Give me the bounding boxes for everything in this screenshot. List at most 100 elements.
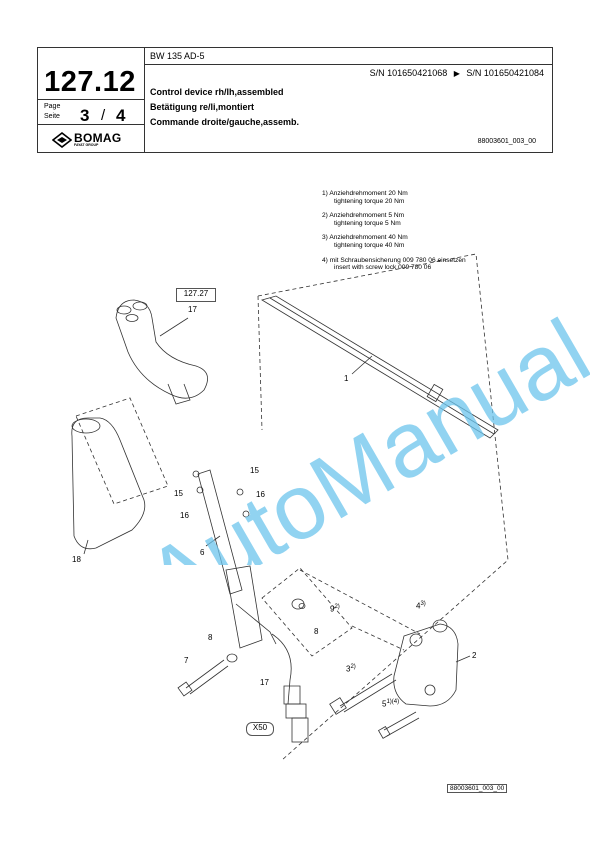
- screw-part: [236, 488, 244, 496]
- callout-3-note: 2): [350, 664, 356, 670]
- shaft-part: [261, 295, 499, 439]
- callout-16: 16: [180, 511, 189, 520]
- washer-outline: [261, 567, 353, 657]
- leader-line: [351, 355, 373, 375]
- header-rule: [38, 124, 144, 125]
- note-item: 4) mit Schraubensicherung 009 780 06 ein…: [322, 257, 466, 272]
- joystick-stem: [167, 383, 191, 405]
- note-item: 3) Anziehdrehmoment 40 Nm tightening tor…: [322, 234, 466, 249]
- note-english: insert with screw lock 009 780 06: [334, 264, 432, 272]
- nut-hole: [298, 603, 306, 609]
- footer-document-id: 88003601_003_00: [447, 784, 508, 793]
- header-rule: [38, 99, 144, 100]
- header-rule: [145, 64, 553, 65]
- lever-arm: [235, 603, 277, 645]
- callout-16: 16: [256, 490, 265, 499]
- connector-plug: [285, 703, 307, 719]
- callout-9-number: 9: [330, 604, 335, 614]
- document-id: 88003601_003_00: [477, 138, 536, 145]
- callout-3: 32): [346, 664, 356, 674]
- bolt-shaft: [185, 659, 229, 695]
- bomag-logo: BOMAG FAYAT GROUP: [50, 131, 140, 149]
- bolt-head: [177, 681, 193, 697]
- callout-1: 1: [344, 374, 349, 383]
- clamp-hole: [409, 633, 423, 647]
- cover-top: [71, 418, 101, 434]
- assembly-outline: [257, 295, 263, 431]
- model-name: BW 135 AD-5: [150, 51, 205, 61]
- callout-15: 15: [250, 466, 259, 475]
- callout-5: 51)(4): [382, 699, 399, 709]
- title-french: Commande droite/gauche,assemb.: [150, 117, 300, 127]
- cover-part: [71, 417, 146, 550]
- logo-subtext: FAYAT GROUP: [74, 143, 99, 147]
- note-english: tightening torque 40 Nm: [334, 241, 405, 249]
- serial-to: S/N 101650421084: [466, 68, 544, 78]
- joystick-button: [116, 305, 132, 315]
- page-separator: /: [101, 107, 106, 124]
- bolt-shaft: [339, 673, 397, 713]
- assembly-outline: [257, 253, 509, 761]
- callout-8: 8: [314, 627, 319, 636]
- note-item: 1) Anziehdrehmoment 20 Nm tightening tor…: [322, 190, 466, 205]
- callout-2: 2: [472, 651, 477, 660]
- note-german: 1) Anziehdrehmoment 20 Nm: [322, 190, 408, 197]
- page-label-secondary: Seite: [44, 113, 60, 120]
- connector-part: [283, 685, 301, 705]
- page-total: 4: [116, 106, 126, 125]
- screw-part: [242, 510, 250, 518]
- connector-label-x50: X50: [246, 722, 274, 736]
- title-german: Betätigung re/li,montiert: [150, 102, 255, 112]
- callout-5-number: 5: [382, 699, 387, 709]
- callout-3-number: 3: [346, 664, 351, 674]
- callout-9-note: 2): [334, 604, 340, 610]
- note-german: 3) Anziehdrehmoment 40 Nm: [322, 234, 408, 242]
- clamp-part: [393, 623, 459, 707]
- note-english: tightening torque 20 Nm: [334, 197, 405, 205]
- cover-outline: [75, 397, 169, 505]
- reference-box: 127.27: [176, 288, 216, 302]
- note-item: 2) Anziehdrehmoment 5 Nm tightening torq…: [322, 212, 466, 227]
- joystick-handle: [115, 299, 208, 399]
- leader-line: [83, 539, 89, 555]
- callout-15: 15: [174, 489, 183, 498]
- serial-from: S/N 101650421068: [369, 68, 448, 78]
- arrow-right-icon: ▶: [453, 69, 460, 78]
- logo-text: BOMAG: [74, 131, 122, 145]
- leader-line: [159, 317, 189, 337]
- callout-7: 7: [184, 656, 189, 665]
- screw-part: [196, 486, 204, 494]
- joystick-button: [125, 314, 139, 322]
- callout-5-note: 1)(4): [386, 699, 400, 705]
- leader-line: [455, 655, 471, 663]
- callout-17: 17: [188, 305, 197, 314]
- note-german: 2) Anziehdrehmoment 5 Nm: [322, 212, 405, 220]
- lever-part: [197, 469, 243, 595]
- note-german: 4) mit Schraubensicherung 009 780 06 ein…: [322, 256, 466, 264]
- clamp-hole: [424, 684, 436, 696]
- page-label: Page: [44, 103, 61, 110]
- nut-part: [291, 598, 305, 610]
- callout-8: 8: [208, 633, 213, 642]
- callout-4-number: 4: [416, 601, 421, 611]
- nut-part: [432, 619, 448, 633]
- header-divider: [144, 48, 145, 152]
- screw-part: [192, 470, 200, 478]
- callout-6: 6: [200, 548, 205, 557]
- note-english: tightening torque 5 Nm: [334, 219, 401, 227]
- callout-17: 17: [260, 678, 269, 687]
- callout-4: 43): [416, 601, 426, 611]
- logo-diamond-icon: [52, 132, 72, 148]
- bolt-head: [329, 697, 347, 715]
- assembly-line: [351, 625, 405, 651]
- page-title: 127.12: [44, 66, 136, 98]
- serial-range: S/N 101650421068 ▶ S/N 101650421084: [370, 68, 544, 78]
- washer-part: [226, 653, 238, 663]
- callout-18: 18: [72, 555, 81, 564]
- shaft-centerline: [269, 297, 495, 435]
- callout-9: 92): [330, 604, 340, 614]
- header-table: 127.12 Page Seite 3 / 4 BOMAG FAYAT GROU…: [37, 47, 553, 153]
- screw-shaft: [383, 711, 420, 737]
- callout-4-note: 3): [420, 601, 426, 607]
- connector-plug: [291, 717, 309, 743]
